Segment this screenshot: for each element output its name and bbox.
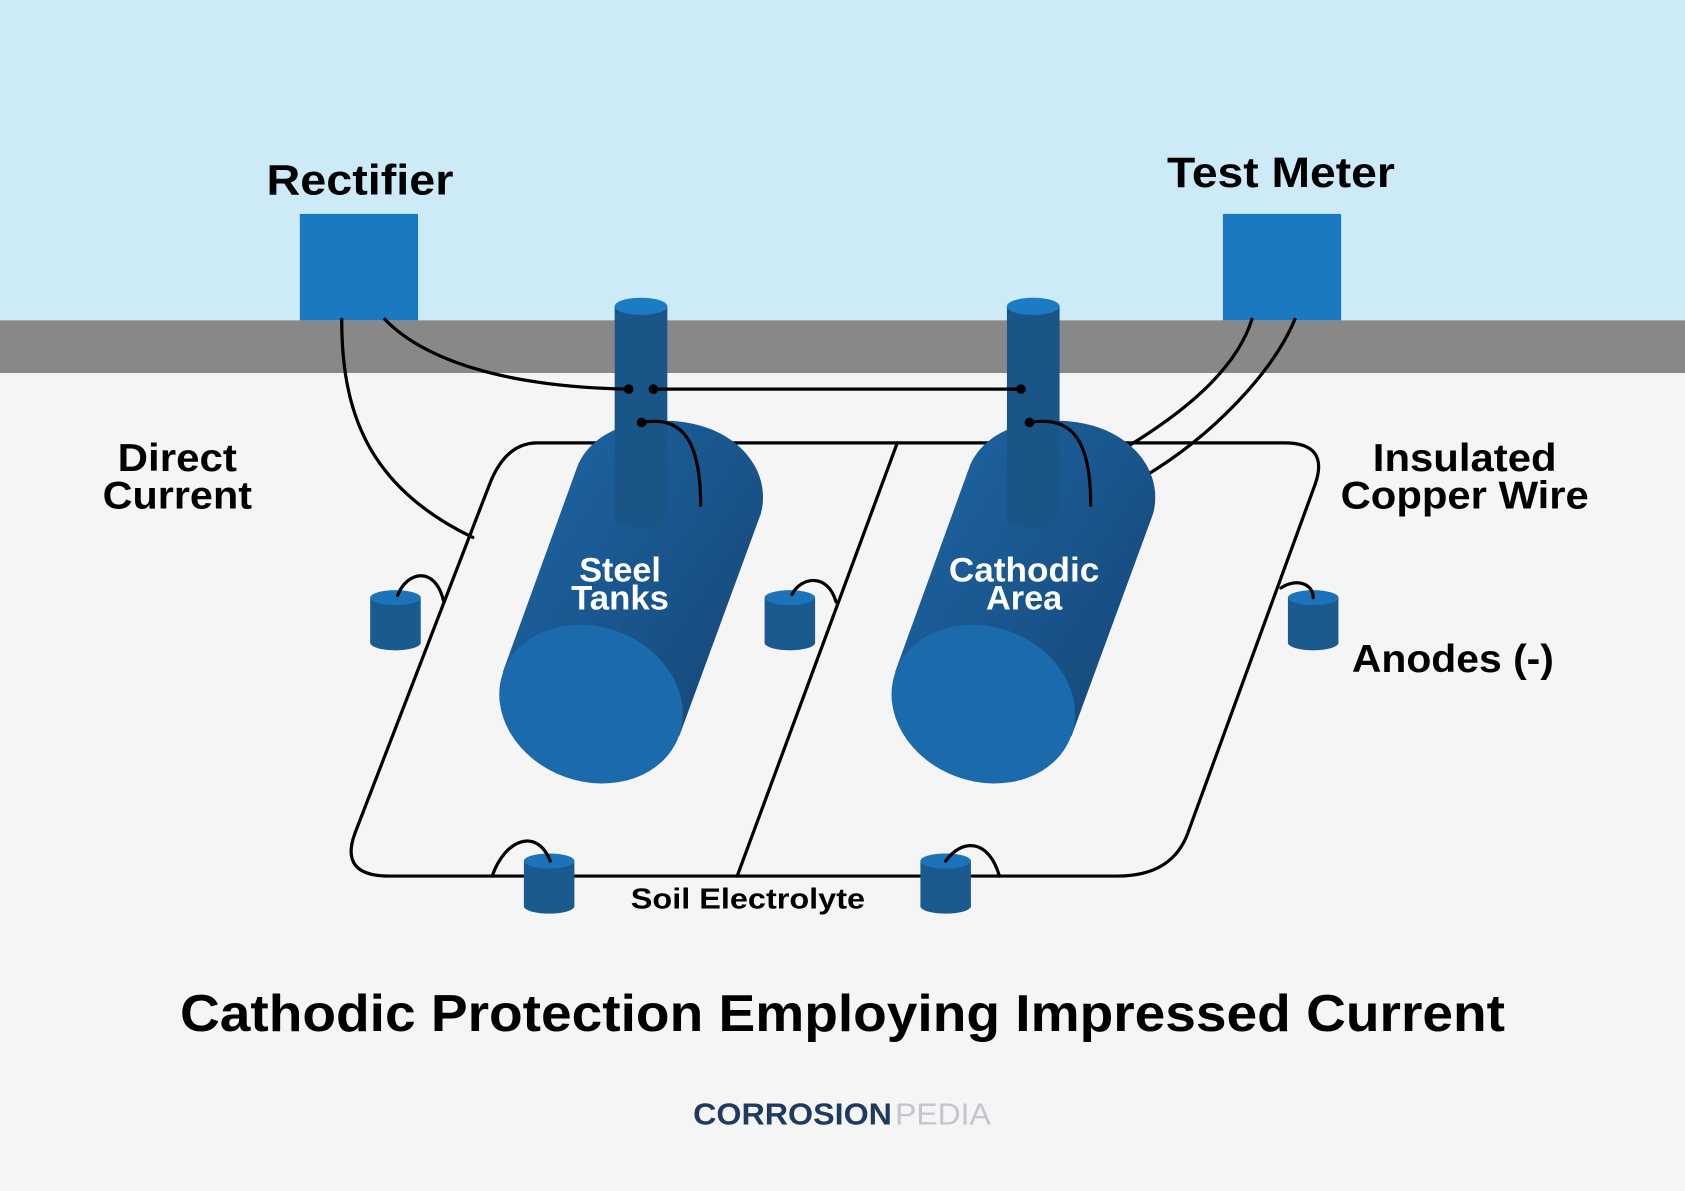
circuit-wire-loop <box>349 441 1321 878</box>
logo-corrosion: CORROSION <box>693 1098 892 1131</box>
anode-body <box>370 597 421 643</box>
steel-tank <box>499 420 764 784</box>
anode-body <box>1287 597 1339 643</box>
anode-base <box>920 898 971 914</box>
tank-riser-pipe-left <box>614 297 668 528</box>
wire-junction-dot <box>1024 417 1035 428</box>
pipe-cap <box>1006 297 1060 315</box>
pipe-body <box>614 306 668 520</box>
test-meter-box <box>1222 213 1342 321</box>
rectifier-box <box>299 213 419 321</box>
logo-pedia: PEDIA <box>895 1098 991 1131</box>
direct-current-wire <box>340 317 475 540</box>
circuit-divider-wire <box>735 441 899 878</box>
insulated-copper-wire-label-line2: Copper Wire <box>1341 474 1589 517</box>
pipe-to-tank-wire <box>639 419 703 507</box>
pipe-to-tank-wire <box>1027 419 1093 507</box>
cathodic-area-label-line2: Area <box>986 579 1063 617</box>
pipe-bottom <box>1006 510 1060 528</box>
wire-junction-dot <box>636 417 647 428</box>
test-meter-wire <box>1121 317 1254 451</box>
soil-electrolyte-label: Soil Electrolyte <box>631 883 865 915</box>
anode-top <box>370 590 421 606</box>
insulated-copper-wire-label-line1: Insulated <box>1373 437 1557 480</box>
anode-base <box>370 635 421 651</box>
soil-background <box>0 372 1685 1191</box>
tank-riser-pipe-right <box>1006 297 1060 528</box>
test-meter-label: Test Meter <box>1167 149 1395 197</box>
tank-end-face <box>499 624 683 784</box>
anode-top <box>764 590 816 606</box>
anode-wire <box>490 839 552 878</box>
anode-base <box>764 635 816 651</box>
steel-tanks-label-line2: Tanks <box>571 579 669 617</box>
anodes-label: Anodes (-) <box>1352 638 1554 681</box>
rectifier-to-tank-wire <box>383 317 631 391</box>
wire-junction-dot <box>1016 384 1026 394</box>
anode-wire <box>395 574 446 604</box>
anode-base <box>523 898 575 914</box>
anode <box>370 590 421 651</box>
anode-base <box>1287 635 1339 651</box>
pipe-cap <box>614 297 668 315</box>
sky-background <box>0 0 1685 321</box>
pipe-body <box>1006 306 1060 520</box>
steel-tanks-label-line1: Steel <box>579 552 661 590</box>
anode-wire <box>790 578 838 604</box>
test-meter-wire <box>1139 317 1297 480</box>
wire-junction-dot <box>648 384 659 394</box>
anode <box>523 853 575 914</box>
direct-current-label-line2: Current <box>103 474 252 517</box>
anode <box>920 853 971 914</box>
anode <box>764 590 816 651</box>
rectifier-label: Rectifier <box>267 157 454 205</box>
direct-current-label-line1: Direct <box>118 437 237 480</box>
diagram-title: Cathodic Protection Employing Impressed … <box>180 984 1505 1042</box>
anode-wire <box>1279 581 1315 600</box>
ground-surface <box>0 320 1685 373</box>
anode-wire <box>944 844 1002 878</box>
pipe-bottom <box>614 510 668 528</box>
cathodic-area-label-line1: Cathodic <box>949 552 1099 590</box>
wire-junction-dot <box>623 384 634 394</box>
tank-end-face <box>891 624 1076 784</box>
anode-body <box>764 597 816 643</box>
